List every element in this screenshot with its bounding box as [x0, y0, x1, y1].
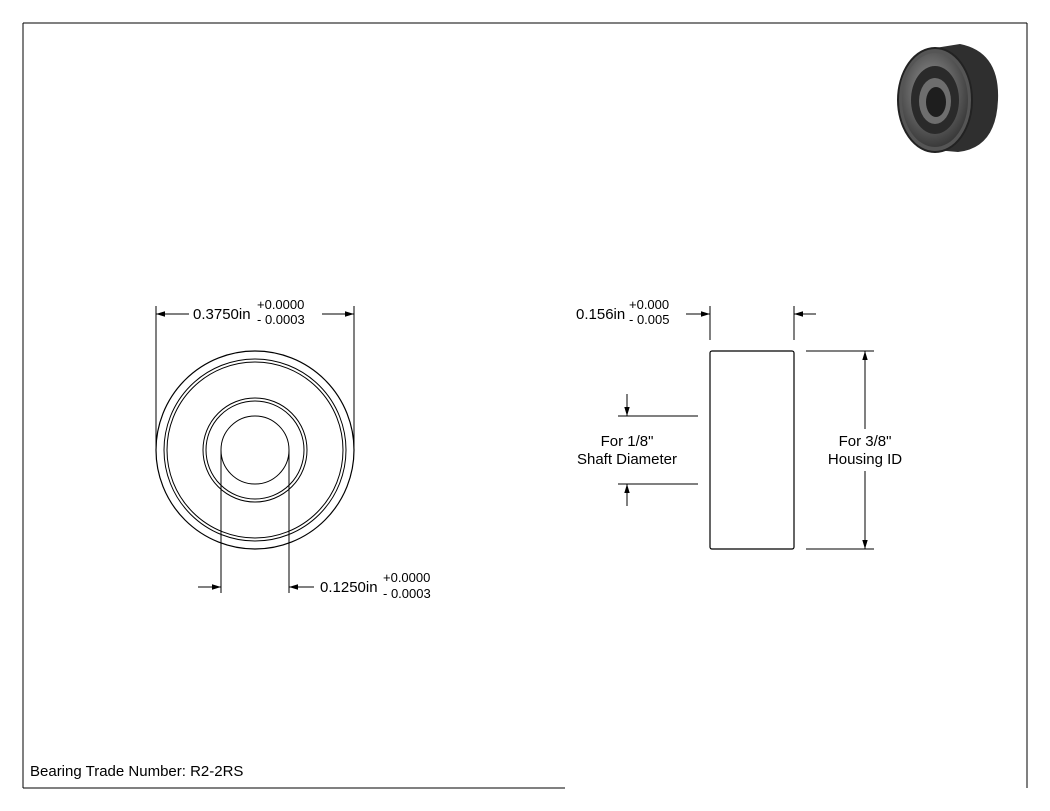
side-view-profile [709, 350, 795, 550]
outer-diameter-tol-plus: +0.0000 [257, 297, 304, 312]
outer-diameter-dimension [155, 306, 355, 450]
width-tol-plus: +0.000 [629, 297, 669, 312]
inner-ring-outer [202, 397, 308, 503]
bore-diameter-tol-minus: - 0.0003 [383, 586, 431, 601]
bearing-3d-render [897, 44, 999, 153]
outer-diameter-value: 0.3750in [193, 306, 251, 323]
bore-diameter-dimension [198, 450, 314, 593]
shaft-label-line2: Shaft Diameter [577, 451, 677, 468]
inner-ring [205, 400, 305, 500]
housing-label-line2: Housing ID [828, 451, 902, 468]
bore-circle [220, 415, 290, 485]
sheet-border [22, 22, 1028, 789]
bore-diameter-value: 0.1250in [320, 579, 378, 596]
shaft-diameter-dimension [618, 394, 698, 506]
bore-diameter-tol-plus: +0.0000 [383, 570, 430, 585]
width-dimension [686, 306, 816, 340]
width-value: 0.156in [576, 306, 625, 323]
trade-number-label: Bearing Trade Number: R2-2RS [30, 763, 243, 780]
shaft-label-line1: For 1/8" [601, 433, 654, 450]
seal-inner [166, 361, 344, 539]
outer-ring [155, 350, 355, 550]
outer-diameter-tol-minus: - 0.0003 [257, 312, 305, 327]
housing-label-line1: For 3/8" [839, 433, 892, 450]
seal-outer [163, 358, 347, 542]
width-tol-minus: - 0.005 [629, 312, 669, 327]
housing-id-dimension [806, 350, 874, 550]
front-view [155, 350, 355, 550]
